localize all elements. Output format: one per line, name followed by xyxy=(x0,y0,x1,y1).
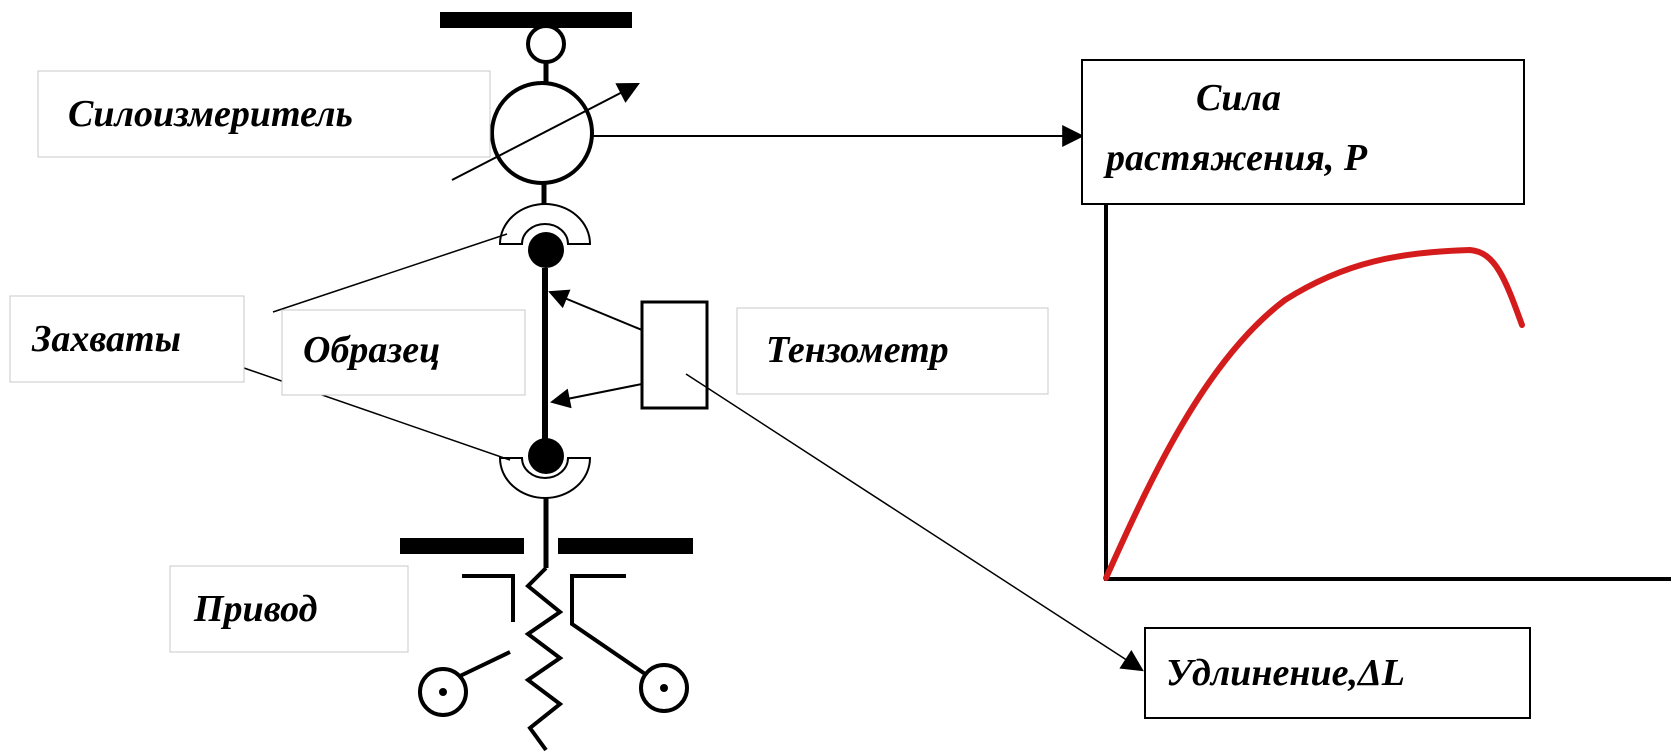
grips-label: Захваты xyxy=(31,318,181,360)
specimen-label: Образец xyxy=(303,329,440,371)
extensometer-box xyxy=(640,300,709,410)
force-meter-label-box: Силоизмеритель xyxy=(37,70,491,158)
plot-y-label-box: Сила растяжения, P xyxy=(1081,59,1525,205)
grips-label-box: Захваты xyxy=(9,295,245,383)
extensometer-label: Тензометр xyxy=(766,329,949,371)
grips-leader-upper xyxy=(272,233,508,313)
top-hinge xyxy=(526,24,566,64)
upper-grip-pin xyxy=(528,232,564,268)
lower-grip-icon xyxy=(498,457,592,499)
extensometer-label-box: Тензометр xyxy=(736,307,1049,395)
drive-plate-left xyxy=(400,538,524,554)
top-support-bar xyxy=(440,12,632,28)
elongation-output-arrow xyxy=(685,373,1144,672)
drive-wheel-right-hub xyxy=(660,684,668,692)
force-meter-needle-arrow xyxy=(451,82,640,181)
plot-y-label-line2: растяжения, P xyxy=(1103,137,1368,179)
upper-grip-icon xyxy=(498,203,592,245)
specimen-label-box: Образец xyxy=(281,309,526,396)
force-meter-label: Силоизмеритель xyxy=(68,93,353,135)
stress-strain-curve xyxy=(1103,246,1525,581)
drive-lever-left xyxy=(459,650,511,678)
plot-x-label-box: Удлинение,ΔL xyxy=(1144,627,1531,719)
extensometer-arm-bottom xyxy=(550,383,643,409)
plot-y-label-line1: Сила xyxy=(1196,77,1281,119)
lower-grip-pin xyxy=(528,438,564,474)
drive-wheel-left-hub xyxy=(439,688,447,696)
drive-bracket-left-icon xyxy=(462,574,515,622)
plot-x-label: Удлинение,ΔL xyxy=(1166,652,1405,694)
drive-label: Привод xyxy=(193,588,318,630)
drive-bracket-right-icon xyxy=(570,574,650,678)
extensometer-arm-top xyxy=(548,289,643,331)
drive-label-box: Привод xyxy=(169,565,409,653)
drive-spring-icon xyxy=(524,566,564,752)
drive-plate-right xyxy=(558,538,693,554)
